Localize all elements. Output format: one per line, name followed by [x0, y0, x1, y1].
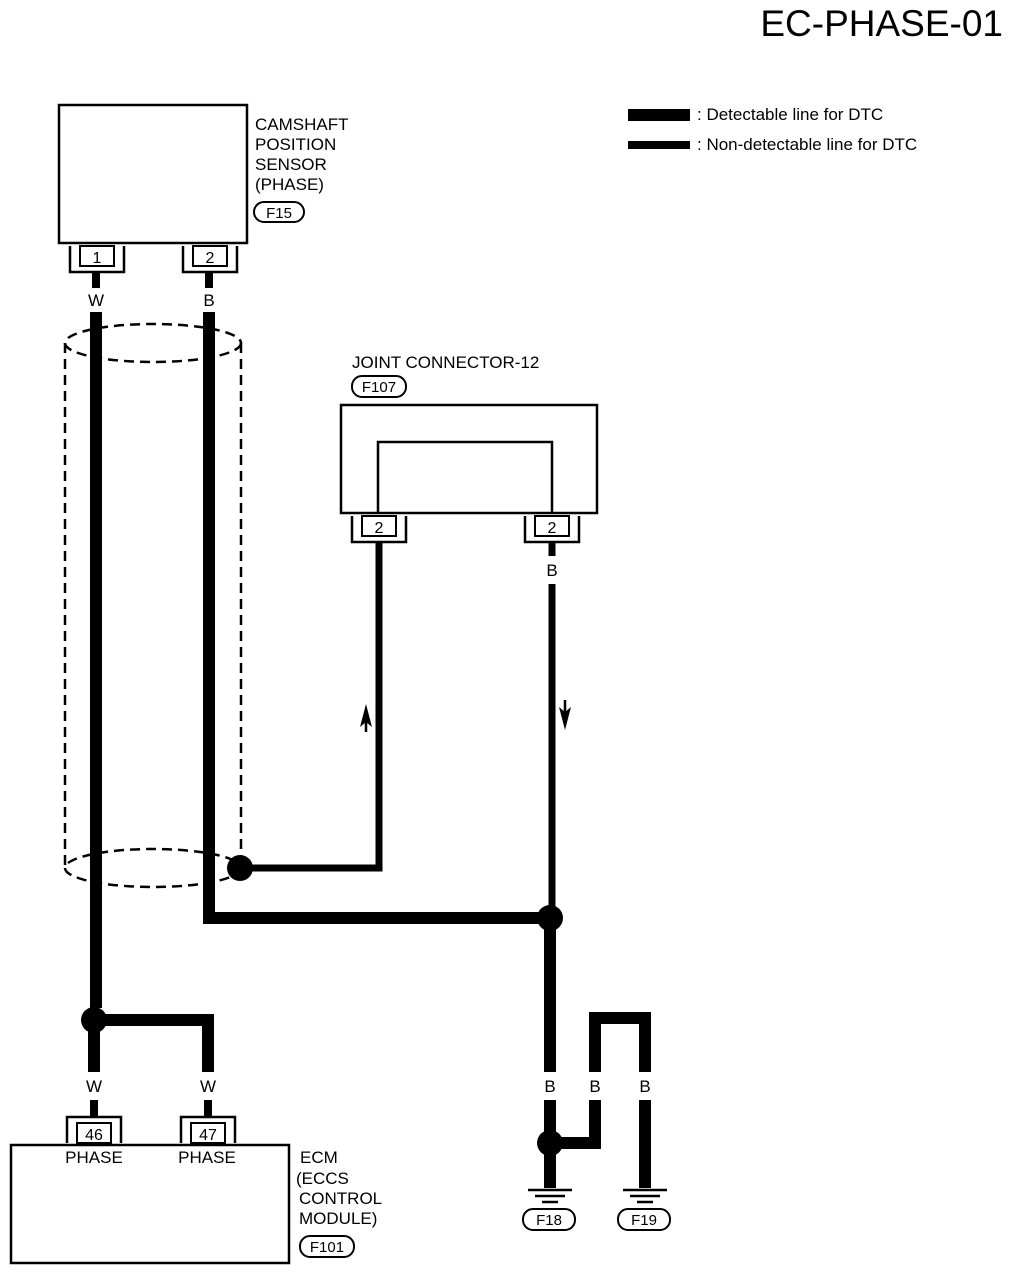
camshaft-connector-id-badge [253, 201, 305, 223]
joint-wire-color-b: B [546, 561, 557, 580]
joint-connector-id-badge [351, 375, 407, 398]
joint-connector-box [339, 403, 599, 515]
ecm-wire-color-w-46: W [86, 1077, 102, 1096]
legend-detectable-label: : Detectable line for DTC [697, 105, 883, 124]
camshaft-wire-color-b: B [203, 291, 214, 310]
joint-pin-left: 2 [375, 520, 384, 537]
ecm-connector-id-badge [299, 1235, 355, 1258]
camshaft-pin-2-housing [181, 246, 239, 274]
camshaft-pin-1: 1 [93, 250, 102, 267]
camshaft-position-sensor: CAMSHAFT POSITION SENSOR (PHASE) F15 1 2… [57, 103, 353, 310]
legend-non-detectable-label: : Non-detectable line for DTC [697, 135, 917, 154]
camshaft-connector-id: F15 [266, 205, 292, 222]
ecm-pin-47-box [190, 1122, 226, 1144]
ground-f19-badge [617, 1208, 671, 1231]
legend-non-detectable-line-swatch [628, 141, 690, 149]
ecm-pin-46-label: PHASE [65, 1148, 123, 1167]
ground-wire-color-3: B [639, 1077, 650, 1096]
ground-f19-icon [623, 1188, 667, 1204]
camshaft-sensor-box [57, 103, 249, 245]
camshaft-pin-2: 2 [206, 250, 215, 267]
joint-connector-id: F107 [362, 379, 396, 396]
ground-f18-id: F18 [536, 1212, 562, 1229]
ecm-pin-46-box [76, 1122, 112, 1144]
ecm-pin-46: 46 [85, 1127, 103, 1144]
joint-pin-left-housing [350, 516, 408, 544]
shield-splice-dot [227, 855, 253, 881]
wire-ground-branch [550, 1012, 651, 1149]
joint-pin-right-box [534, 515, 570, 537]
page-title: EC-PHASE-01 [760, 3, 1003, 44]
ecm-box [9, 1143, 291, 1265]
legend: : Detectable line for DTC : Non-detectab… [628, 105, 917, 154]
ground-f19-id: F19 [631, 1212, 657, 1229]
camshaft-wire-color-w: W [88, 291, 104, 310]
camshaft-pin-1-box [79, 245, 115, 267]
ecm-connector-id: F101 [310, 1239, 344, 1256]
ground-wire-color-2: B [589, 1077, 600, 1096]
camshaft-pin-2-box [192, 245, 228, 267]
wire-b-sensor-ground [203, 312, 550, 924]
camshaft-sensor-label: CAMSHAFT POSITION SENSOR (PHASE) [255, 115, 353, 194]
ecm-pin-47-housing [179, 1115, 237, 1143]
wire-shield-drain [240, 543, 383, 872]
ecm-pin-47: 47 [199, 1127, 217, 1144]
joint-connector-12: JOINT CONNECTOR-12 F107 2 2 B [339, 353, 599, 580]
ground-f18-badge [522, 1208, 576, 1231]
legend-detectable-line-swatch [628, 109, 690, 121]
ground-f18-icon [528, 1188, 572, 1204]
joint-connector-label: JOINT CONNECTOR-12 [352, 353, 539, 372]
joint-pin-left-box [361, 515, 397, 537]
ecm-module: 46 47 PHASE PHASE ECM (ECCS CONTROL MODU… [9, 1115, 386, 1265]
ecm-label: ECM (ECCS CONTROL MODULE) [296, 1148, 386, 1228]
arrow-down-icon [559, 707, 571, 730]
ground-wire-color-1: B [544, 1077, 555, 1096]
joint-pin-right: 2 [548, 520, 557, 537]
joint-pin-right-housing [523, 516, 581, 544]
ecm-pin-47-label: PHASE [178, 1148, 236, 1167]
arrow-up-icon [360, 704, 372, 727]
ecm-wire-color-w-47: W [200, 1077, 216, 1096]
shield-cylinder [63, 322, 243, 889]
camshaft-pin-1-housing [68, 246, 126, 274]
ecm-pin-46-housing [65, 1115, 123, 1143]
joint-connector-bridge [376, 440, 554, 513]
wire-w-to-pin-47 [94, 1014, 214, 1072]
